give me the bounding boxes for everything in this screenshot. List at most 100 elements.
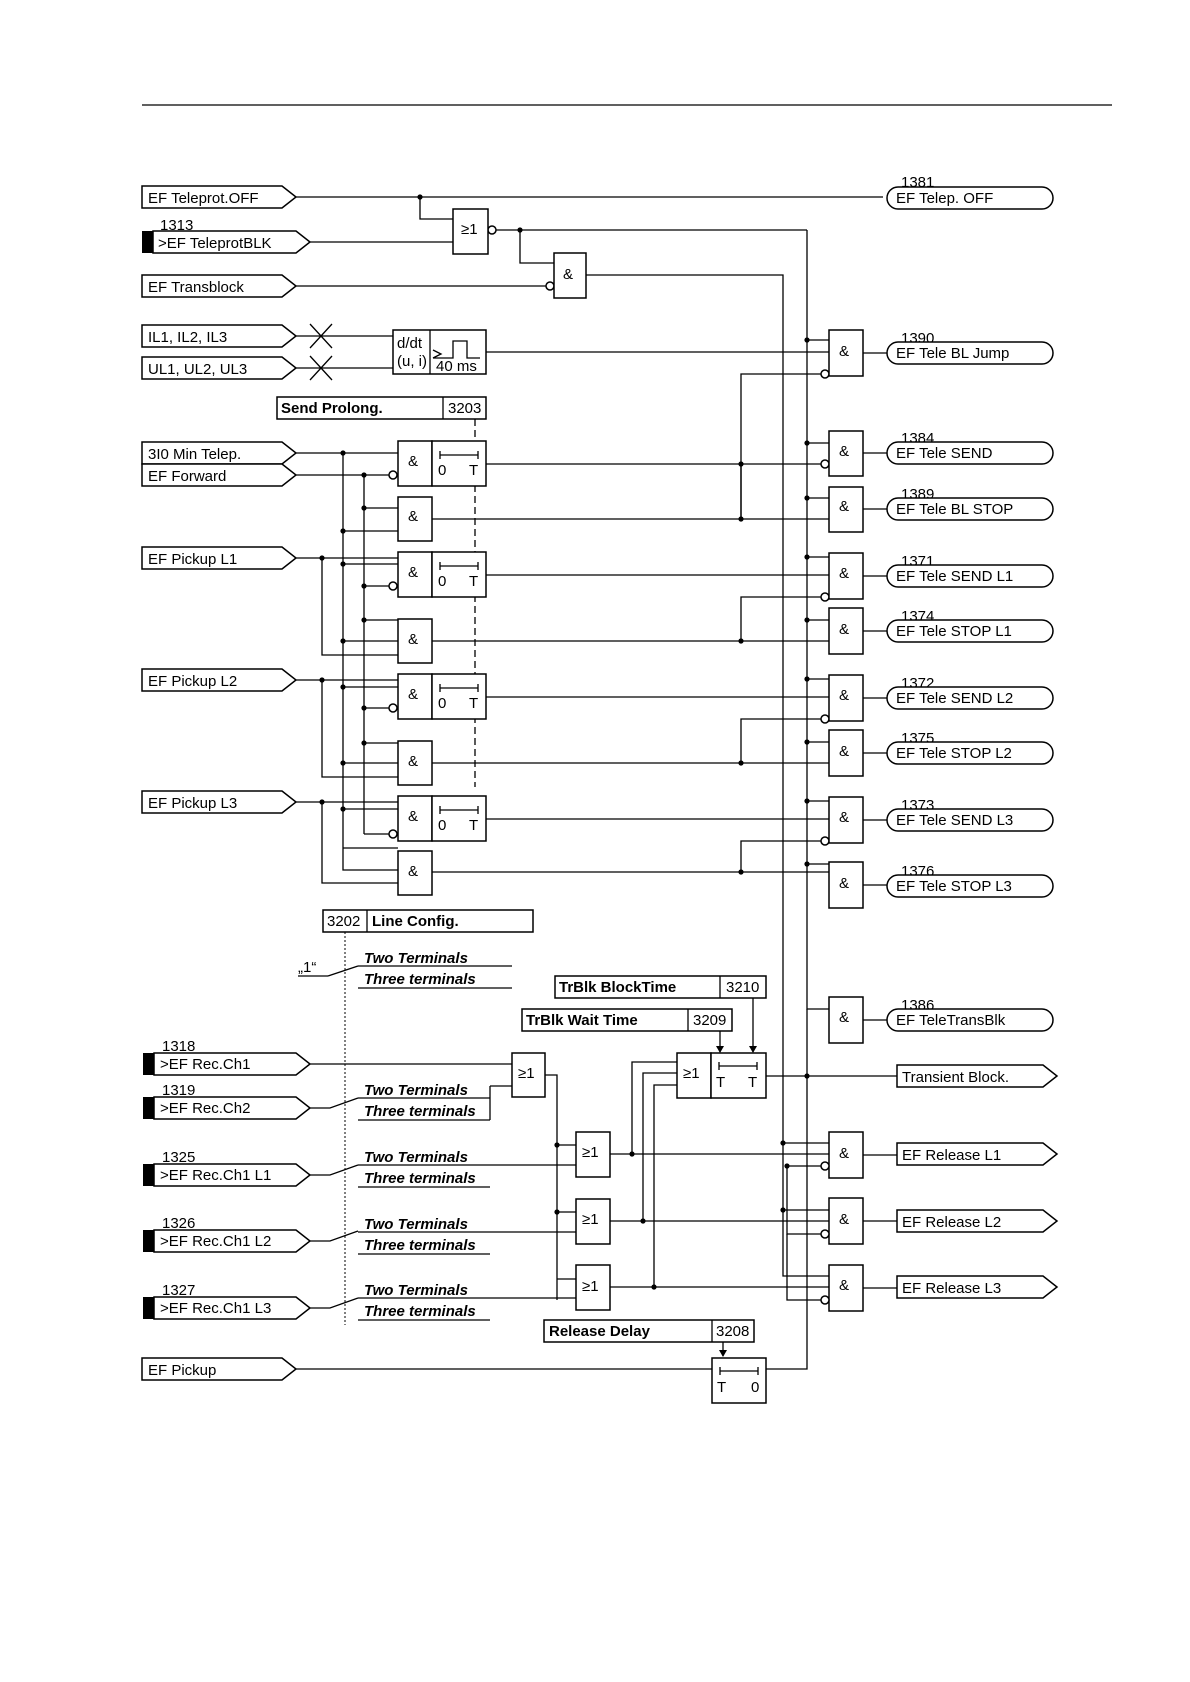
svg-text:IL1, IL2, IL3: IL1, IL2, IL3	[148, 329, 227, 346]
svg-text:„1“: „1“	[298, 959, 316, 976]
svg-text:0: 0	[751, 1379, 759, 1396]
svg-text:40 ms: 40 ms	[436, 358, 477, 375]
svg-text:T: T	[469, 695, 478, 712]
and-send-l1: & 0 T	[397, 551, 487, 598]
input-rec-l2: 1326 >EF Rec.Ch1 L2	[143, 1215, 312, 1253]
input-rec-l1: 1325 >EF Rec.Ch1 L1	[143, 1149, 312, 1187]
svg-text:T: T	[716, 1074, 725, 1091]
or-timer-transient: ≥1 T T	[676, 1052, 767, 1099]
output-telep-off: 1381 EF Telep. OFF	[886, 174, 1054, 210]
output-tele-send-l1: 1371 EF Tele SEND L1	[886, 553, 1054, 588]
svg-text:EF TeleTransBlk: EF TeleTransBlk	[896, 1012, 1006, 1029]
svg-text:&: &	[408, 453, 418, 470]
svg-text:&: &	[839, 621, 849, 638]
svg-text:&: &	[408, 686, 418, 703]
switch-l1: Two Terminals Three terminals	[310, 1149, 576, 1188]
output-release-l1: EF Release L1	[896, 1142, 1059, 1166]
svg-text:T: T	[469, 573, 478, 590]
output-teletransblk: 1386 EF TeleTransBlk	[886, 997, 1054, 1032]
svg-text:1326: 1326	[162, 1215, 195, 1232]
svg-text:EF Tele BL Jump: EF Tele BL Jump	[896, 345, 1009, 362]
svg-text:&: &	[839, 1211, 849, 1228]
svg-text:≥1: ≥1	[582, 1144, 599, 1161]
svg-text:1327: 1327	[162, 1282, 195, 1299]
svg-text:1325: 1325	[162, 1149, 195, 1166]
ddt-wiring	[296, 323, 829, 381]
input-ef-teleprot-off: EF Teleprot.OFF	[141, 185, 298, 209]
svg-text:T: T	[469, 817, 478, 834]
svg-text:&: &	[839, 443, 849, 460]
svg-text:&: &	[408, 863, 418, 880]
param-release-delay: Release Delay 3208	[543, 1319, 755, 1343]
svg-text:&: &	[839, 687, 849, 704]
svg-text:UL1, UL2, UL3: UL1, UL2, UL3	[148, 361, 247, 378]
svg-text:EF Tele BL STOP: EF Tele BL STOP	[896, 501, 1013, 518]
svg-text:Release Delay: Release Delay	[549, 1323, 651, 1340]
svg-text:≥1: ≥1	[582, 1211, 599, 1228]
svg-text:Two Terminals: Two Terminals	[364, 950, 468, 967]
svg-text:>EF Rec.Ch1 L2: >EF Rec.Ch1 L2	[160, 1233, 271, 1250]
svg-text:EF Tele SEND: EF Tele SEND	[896, 445, 993, 462]
output-tele-send-l2: 1372 EF Tele SEND L2	[886, 675, 1054, 710]
input-ef-forward: EF Forward	[141, 463, 298, 487]
param-line-config: 3202 Line Config.	[322, 909, 534, 933]
svg-text:1313: 1313	[160, 217, 193, 234]
svg-text:&: &	[408, 508, 418, 525]
and-send-l2: & 0 T	[397, 673, 487, 720]
output-tele-stop-l1: 1374 EF Tele STOP L1	[886, 608, 1054, 643]
svg-text:EF Pickup L2: EF Pickup L2	[148, 673, 237, 690]
switch-l2: Two Terminals Three terminals	[310, 1216, 576, 1255]
input-rec-ch2: 1319 >EF Rec.Ch2	[143, 1082, 312, 1120]
svg-text:Two Terminals: Two Terminals	[364, 1216, 468, 1233]
switch-ch2: Two Terminals Three terminals	[310, 1082, 490, 1121]
svg-text:0: 0	[438, 817, 446, 834]
svg-text:&: &	[839, 343, 849, 360]
input-rec-ch1: 1318 >EF Rec.Ch1	[143, 1038, 312, 1076]
svg-text:3202: 3202	[327, 913, 360, 930]
or-l2: ≥1	[575, 1198, 611, 1245]
svg-text:&: &	[839, 1277, 849, 1294]
svg-text:>EF Rec.Ch2: >EF Rec.Ch2	[160, 1100, 250, 1117]
and-stop-l2: &	[397, 740, 433, 786]
svg-text:&: &	[408, 631, 418, 648]
svg-text:EF Tele SEND L2: EF Tele SEND L2	[896, 690, 1013, 707]
input-pickup-l2: EF Pickup L2	[141, 668, 298, 692]
ddt-block: d/dt (u, i) 40 ms	[392, 329, 487, 375]
svg-text:Two Terminals: Two Terminals	[364, 1149, 468, 1166]
param-trblk-blocktime: TrBlk BlockTime 3210	[554, 975, 767, 999]
output-release-l2: EF Release L2	[896, 1209, 1059, 1233]
svg-text:EF Tele STOP L2: EF Tele STOP L2	[896, 745, 1012, 762]
svg-text:EF Pickup L3: EF Pickup L3	[148, 795, 237, 812]
receive-wiring	[296, 1009, 897, 1370]
and-send-l3: & 0 T	[397, 795, 487, 842]
and-stop-l3: &	[397, 850, 433, 896]
svg-text:1318: 1318	[162, 1038, 195, 1055]
svg-text:T: T	[717, 1379, 726, 1396]
switch-constant: Two Terminals Three terminals	[358, 950, 512, 989]
svg-text:Three terminals: Three terminals	[364, 1170, 476, 1187]
svg-text:T: T	[748, 1074, 757, 1091]
svg-text:EF Tele SEND L3: EF Tele SEND L3	[896, 812, 1013, 829]
svg-text:&: &	[408, 564, 418, 581]
input-pickup-l1: EF Pickup L1	[141, 546, 298, 570]
svg-text:≥1: ≥1	[683, 1065, 700, 1082]
and-stop-l1: &	[397, 618, 433, 664]
svg-text:≥1: ≥1	[582, 1278, 599, 1295]
svg-text:3I0 Min Telep.: 3I0 Min Telep.	[148, 446, 241, 463]
svg-text:EF Tele SEND L1: EF Tele SEND L1	[896, 568, 1013, 585]
output-tele-send-l3: 1373 EF Tele SEND L3	[886, 797, 1054, 832]
svg-text:EF Transblock: EF Transblock	[148, 279, 244, 296]
svg-text:0: 0	[438, 462, 446, 479]
svg-text:EF Tele STOP L3: EF Tele STOP L3	[896, 878, 1012, 895]
svg-text:1319: 1319	[162, 1082, 195, 1099]
output-wires	[863, 352, 897, 1289]
svg-text:3209: 3209	[693, 1012, 726, 1029]
svg-text:0: 0	[438, 695, 446, 712]
svg-text:T: T	[469, 462, 478, 479]
svg-text:EF Telep. OFF: EF Telep. OFF	[896, 190, 993, 207]
param-arrows	[716, 998, 757, 1053]
svg-text:Three terminals: Three terminals	[364, 971, 476, 988]
svg-text:Transient Block.: Transient Block.	[902, 1069, 1009, 1086]
and-gate-transblock: &	[553, 252, 587, 299]
